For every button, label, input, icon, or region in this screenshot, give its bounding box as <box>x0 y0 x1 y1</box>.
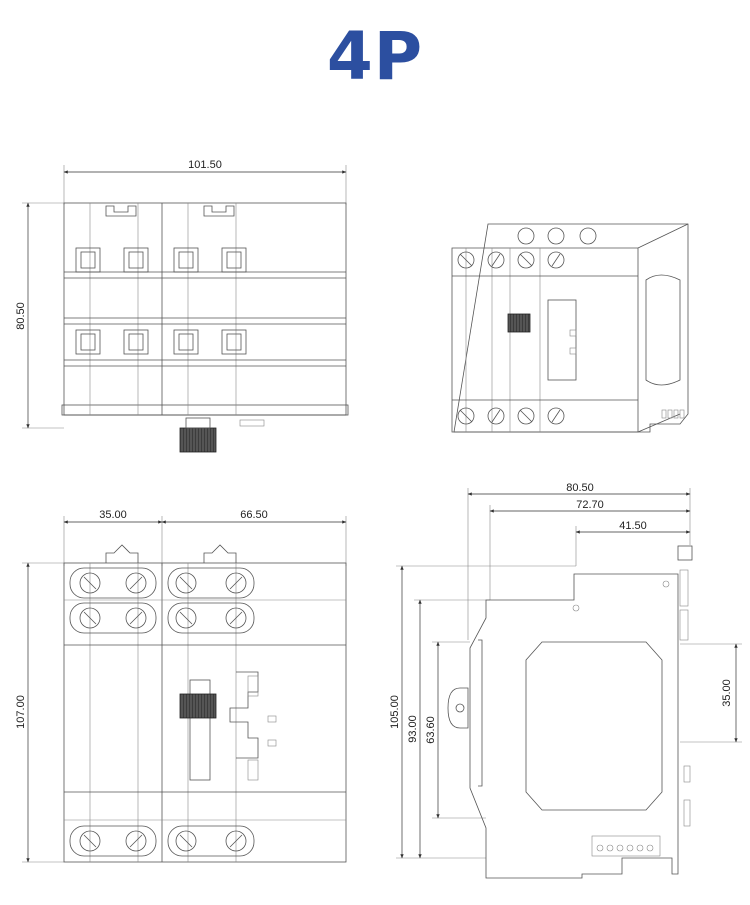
dim-side-depth-front: 41.50 <box>575 520 691 566</box>
dim-front-left-label: 35.00 <box>99 509 127 521</box>
dim-side-depth-mid: 72.70 <box>489 499 691 600</box>
dim-top-width: 101.50 <box>63 159 347 205</box>
dim-side-rail: 35.00 <box>680 643 742 743</box>
front-view: 35.00 66.50 107.00 <box>15 509 347 863</box>
dim-side-rail-label: 35.00 <box>721 679 733 707</box>
dim-front-height: 107.00 <box>15 562 64 863</box>
dim-side-depth-front-label: 41.50 <box>619 520 647 532</box>
dim-top-width-label: 101.50 <box>188 159 222 171</box>
knob-icon <box>179 427 217 453</box>
dim-top-height: 80.50 <box>15 202 64 429</box>
dim-side-depth-total-label: 80.50 <box>566 482 594 494</box>
dim-side-height-window: 63.60 <box>425 641 486 819</box>
isometric-view <box>451 223 689 433</box>
dim-side-height-total: 105.00 <box>389 565 576 859</box>
dim-side-height-window-label: 63.60 <box>425 716 437 744</box>
page-title: 4P <box>326 18 424 95</box>
dim-front-right: 66.50 <box>161 509 347 566</box>
dim-side-depth-total: 80.50 <box>467 482 691 640</box>
front-knob-icon <box>179 693 217 719</box>
dim-front-left: 35.00 <box>63 509 163 566</box>
dim-side-height-total-label: 105.00 <box>389 695 401 729</box>
dim-side-height-body: 93.00 <box>407 599 490 859</box>
top-view: 101.50 80.50 <box>15 159 349 453</box>
dim-front-height-label: 107.00 <box>15 695 27 729</box>
iso-knob-icon <box>507 313 531 333</box>
dim-side-height-body-label: 93.00 <box>407 715 419 743</box>
dim-top-height-label: 80.50 <box>15 302 27 330</box>
side-view: 80.50 72.70 41.50 105.00 93.00 63.60 <box>389 482 742 879</box>
dim-side-depth-mid-label: 72.70 <box>576 499 604 511</box>
dim-front-right-label: 66.50 <box>240 509 268 521</box>
